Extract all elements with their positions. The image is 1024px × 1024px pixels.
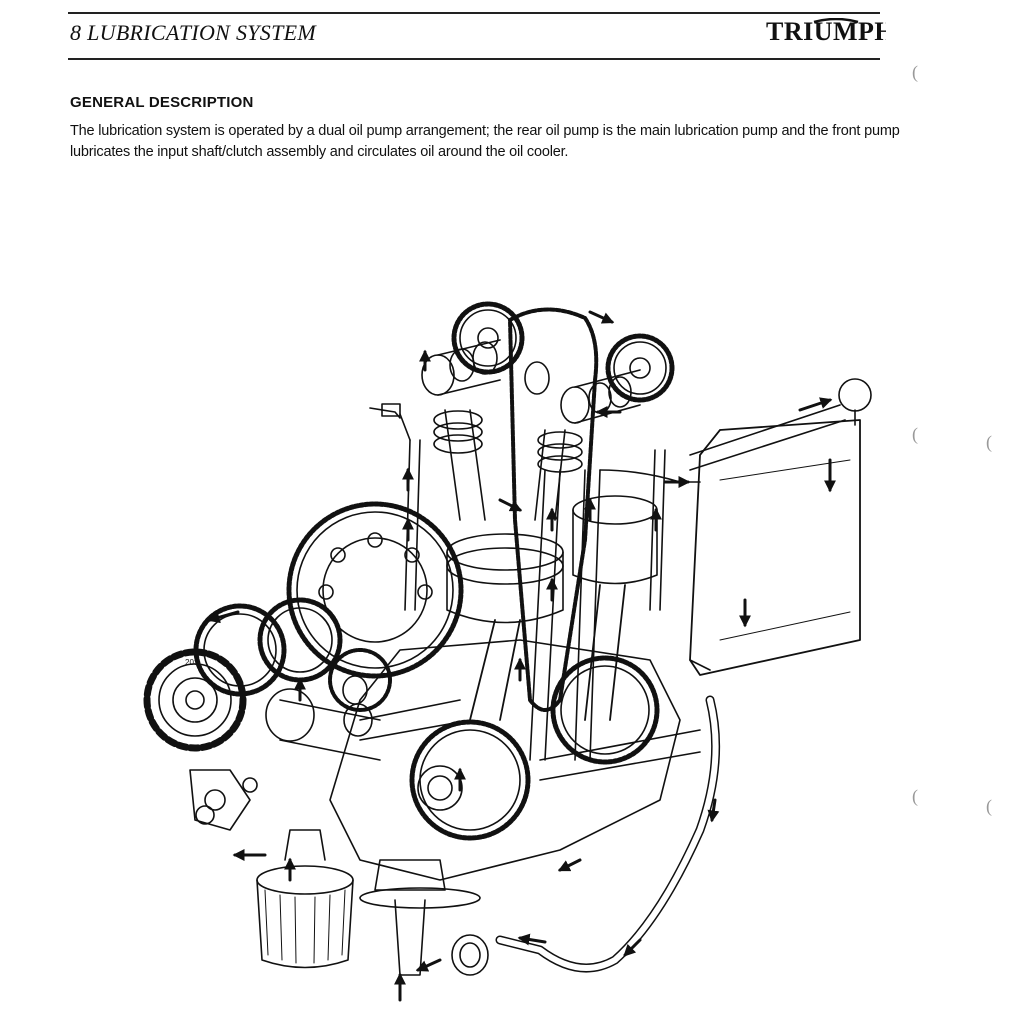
triumph-logo-wordmark: TRIUMPH xyxy=(766,17,895,46)
margin-mark: ( xyxy=(912,424,918,444)
margin-mark: ( xyxy=(986,432,992,452)
margin-mark: ( xyxy=(912,62,918,82)
oil-cooler-hose xyxy=(495,695,721,973)
oil-flow-arrows xyxy=(207,310,836,1002)
header-bottom-rule xyxy=(68,58,880,60)
chapter-title: 8 LUBRICATION SYSTEM xyxy=(70,20,316,45)
output-sprocket: 203 xyxy=(143,648,247,752)
triumph-logo: TRIUMPH xyxy=(766,17,895,55)
crankcase-outline xyxy=(329,639,681,881)
oil-pressure-switch xyxy=(369,403,411,441)
gear-shift-mechanism xyxy=(189,769,258,831)
crank-gear xyxy=(409,719,531,841)
margin-mark: ( xyxy=(912,786,918,806)
primary-gear-right xyxy=(550,655,660,765)
logo-text: TRIUMPH xyxy=(766,18,886,46)
margin-mark: ( xyxy=(986,796,992,816)
oil-galleries xyxy=(359,439,701,781)
header-top-rule xyxy=(68,12,880,14)
connecting-rods xyxy=(469,584,626,721)
gearbox-shafts xyxy=(265,675,381,761)
large-rear-gear xyxy=(286,501,464,679)
gear-marking: 203 xyxy=(185,658,199,667)
front-piston xyxy=(446,533,564,624)
logo-arch xyxy=(813,17,859,24)
left-camshaft xyxy=(421,339,501,396)
oil-cooler xyxy=(689,378,872,676)
oil-filter xyxy=(256,829,354,969)
cam-chain xyxy=(508,307,599,712)
section-paragraph: The lubrication system is operated by a … xyxy=(70,123,900,160)
oil-strainer-pickup xyxy=(359,859,481,976)
left-cam-gear xyxy=(451,301,525,375)
right-cam-gear xyxy=(605,333,675,403)
hose-fitting xyxy=(451,934,489,976)
section-heading: GENERAL DESCRIPTION xyxy=(70,94,254,111)
valve-springs xyxy=(433,409,583,521)
